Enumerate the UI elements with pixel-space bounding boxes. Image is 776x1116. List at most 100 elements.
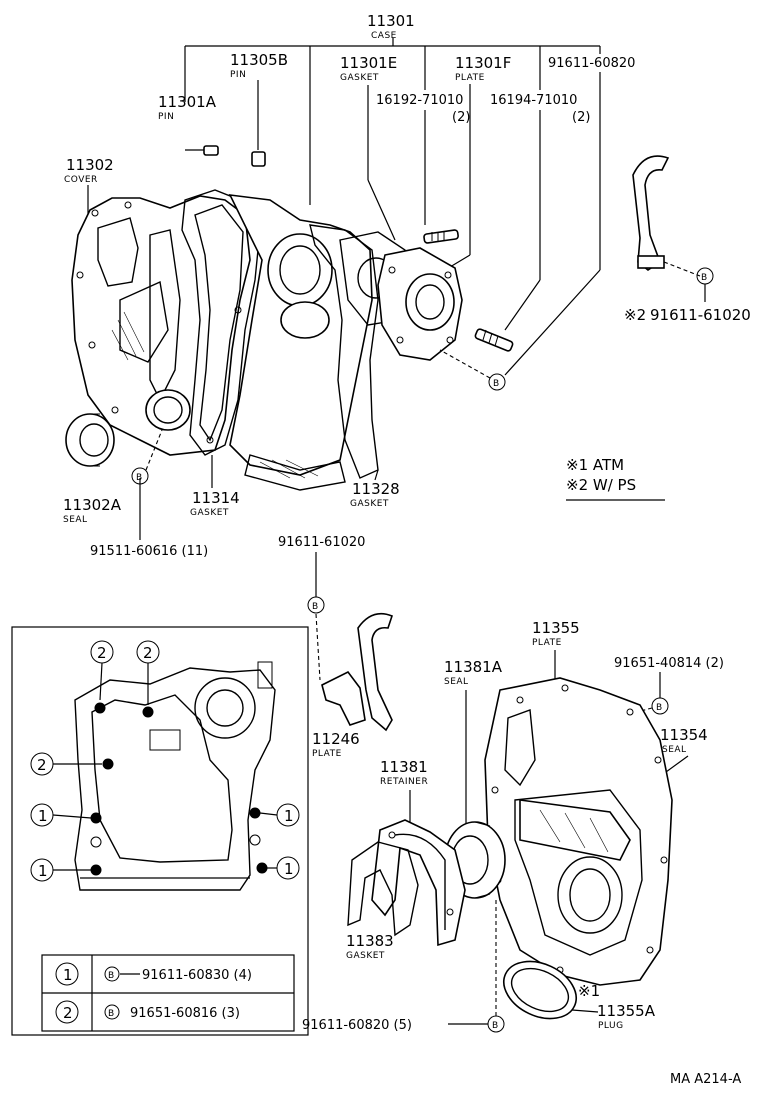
label-11305b: 11305B PIN bbox=[230, 51, 288, 80]
plug-11355a bbox=[503, 960, 599, 1020]
timing-case-11301 bbox=[228, 194, 373, 491]
label-11301: 11301 CASE bbox=[367, 12, 415, 41]
inset-callout-1b: 1 bbox=[30, 858, 91, 882]
svg-text:B: B bbox=[108, 971, 115, 981]
svg-text:GASKET: GASKET bbox=[340, 73, 379, 83]
leader-91611-60820-top-b bbox=[504, 269, 601, 376]
svg-text:11301A: 11301A bbox=[158, 93, 217, 111]
svg-text:2: 2 bbox=[63, 1004, 73, 1022]
label-11301a: 11301A PIN bbox=[158, 93, 217, 122]
svg-text:1: 1 bbox=[38, 807, 48, 825]
label-91651-40814: 91651-40814 (2) bbox=[614, 656, 724, 671]
stud-16194-71010 bbox=[474, 328, 514, 352]
label-11381a: 11381A SEAL bbox=[444, 658, 503, 687]
gasket-11383 bbox=[347, 841, 419, 937]
stud-16192-71010 bbox=[423, 229, 459, 244]
svg-text:B: B bbox=[701, 273, 708, 283]
case-leader-tree bbox=[184, 38, 601, 205]
svg-text:11355A: 11355A bbox=[597, 1002, 656, 1020]
svg-text:(2): (2) bbox=[452, 110, 470, 125]
label-91511-60616: 91511-60616 (11) bbox=[90, 544, 208, 559]
label-11314: 11314 GASKET bbox=[190, 489, 240, 518]
svg-text:16192-71010: 16192-71010 bbox=[376, 93, 463, 108]
svg-text:11381: 11381 bbox=[380, 758, 428, 776]
legend-notes: ※1 ATM ※2 W/ PS bbox=[566, 456, 665, 501]
svg-text:B: B bbox=[493, 379, 500, 389]
svg-text:RETAINER: RETAINER bbox=[380, 777, 428, 787]
svg-text:SEAL: SEAL bbox=[444, 677, 469, 687]
svg-text:PLATE: PLATE bbox=[455, 73, 485, 83]
svg-text:SEAL: SEAL bbox=[63, 515, 88, 525]
leader-16194-b bbox=[504, 279, 541, 331]
svg-text:GASKET: GASKET bbox=[190, 508, 229, 518]
svg-text:PLATE: PLATE bbox=[312, 749, 342, 759]
svg-text:16194-71010: 16194-71010 bbox=[490, 93, 577, 108]
svg-text:1: 1 bbox=[63, 966, 73, 984]
ps-bracket-mid bbox=[357, 612, 393, 732]
label-11355: 11355 PLATE bbox=[532, 619, 580, 648]
svg-text:1: 1 bbox=[38, 862, 48, 880]
bolt-marker-plate-f: B bbox=[439, 349, 506, 391]
seal-11302a bbox=[65, 413, 115, 467]
label-11354: 11354 SEAL bbox=[660, 726, 708, 755]
note-atm: ※1 ATM bbox=[566, 456, 624, 474]
svg-text:CASE: CASE bbox=[371, 31, 397, 41]
svg-text:GASKET: GASKET bbox=[350, 499, 389, 509]
inset-box: 2 2 2 1 1 1 1 bbox=[11, 626, 309, 1036]
svg-text:11301F: 11301F bbox=[455, 54, 511, 72]
seal-11354 bbox=[519, 799, 631, 861]
svg-text:GASKET: GASKET bbox=[346, 951, 385, 961]
svg-text:B: B bbox=[656, 703, 663, 713]
svg-text:91611-61020: 91611-61020 bbox=[650, 306, 751, 324]
ps-bracket-top: B bbox=[632, 155, 714, 302]
inset-callout-1d: 1 bbox=[267, 856, 300, 880]
svg-text:B: B bbox=[108, 1009, 115, 1019]
svg-text:11302: 11302 bbox=[66, 156, 114, 174]
label-11355a: ※1 11355A PLUG bbox=[578, 982, 656, 1031]
label-91611-60820-top: 91611-60820 bbox=[548, 56, 635, 71]
retainer-11381 bbox=[371, 819, 466, 947]
inset-table-row-1: 1 B 91611-60830 (4) bbox=[55, 962, 252, 986]
bolt-marker-ps-mid: B bbox=[307, 552, 325, 681]
inset-callout-2b: 2 bbox=[136, 640, 160, 705]
leader-11301e-b bbox=[367, 179, 396, 241]
svg-text:11301: 11301 bbox=[367, 12, 415, 30]
svg-text:2: 2 bbox=[143, 644, 153, 662]
svg-text:2: 2 bbox=[37, 756, 47, 774]
svg-text:91611-60830 (4): 91611-60830 (4) bbox=[142, 968, 252, 983]
label-11301e: 11301E GASKET bbox=[340, 54, 397, 83]
svg-text:11381A: 11381A bbox=[444, 658, 503, 676]
label-16192-71010: 16192-71010 (2) bbox=[376, 93, 470, 125]
svg-text:11305B: 11305B bbox=[230, 51, 288, 69]
pin-11301a bbox=[203, 145, 219, 156]
svg-text:B: B bbox=[136, 473, 143, 483]
bolt-marker-cover: B bbox=[131, 429, 163, 540]
note-ps: ※2 W/ PS bbox=[566, 476, 636, 494]
svg-text:1: 1 bbox=[284, 807, 294, 825]
inset-table-row-2: 2 B 91651-60816 (3) bbox=[55, 1000, 240, 1024]
svg-text:11301E: 11301E bbox=[340, 54, 397, 72]
svg-text:11314: 11314 bbox=[192, 489, 240, 507]
svg-text:(2): (2) bbox=[572, 110, 590, 125]
svg-text:B: B bbox=[312, 602, 319, 612]
svg-text:1: 1 bbox=[284, 860, 294, 878]
svg-text:※2: ※2 bbox=[624, 306, 646, 324]
svg-text:PLUG: PLUG bbox=[598, 1021, 624, 1031]
svg-text:11302A: 11302A bbox=[63, 496, 122, 514]
svg-text:11355: 11355 bbox=[532, 619, 580, 637]
inset-callout-1c: 1 bbox=[259, 803, 300, 827]
svg-text:SEAL: SEAL bbox=[662, 745, 687, 755]
pin-11305b bbox=[251, 151, 266, 167]
svg-text:PLATE: PLATE bbox=[532, 638, 562, 648]
svg-text:2: 2 bbox=[97, 644, 107, 662]
svg-text:B: B bbox=[492, 1021, 499, 1031]
leader-11328 bbox=[374, 469, 379, 481]
inset-callout-2a: 2 bbox=[90, 640, 114, 701]
label-11302a: 11302A SEAL bbox=[63, 496, 122, 525]
label-16194-71010: 16194-71010 (2) bbox=[490, 93, 590, 125]
label-11301f: 11301F PLATE bbox=[455, 54, 511, 83]
label-11381: 11381 RETAINER bbox=[380, 758, 428, 787]
svg-text:91651-60816 (3): 91651-60816 (3) bbox=[130, 1006, 240, 1021]
svg-text:※1: ※1 bbox=[578, 982, 600, 1000]
